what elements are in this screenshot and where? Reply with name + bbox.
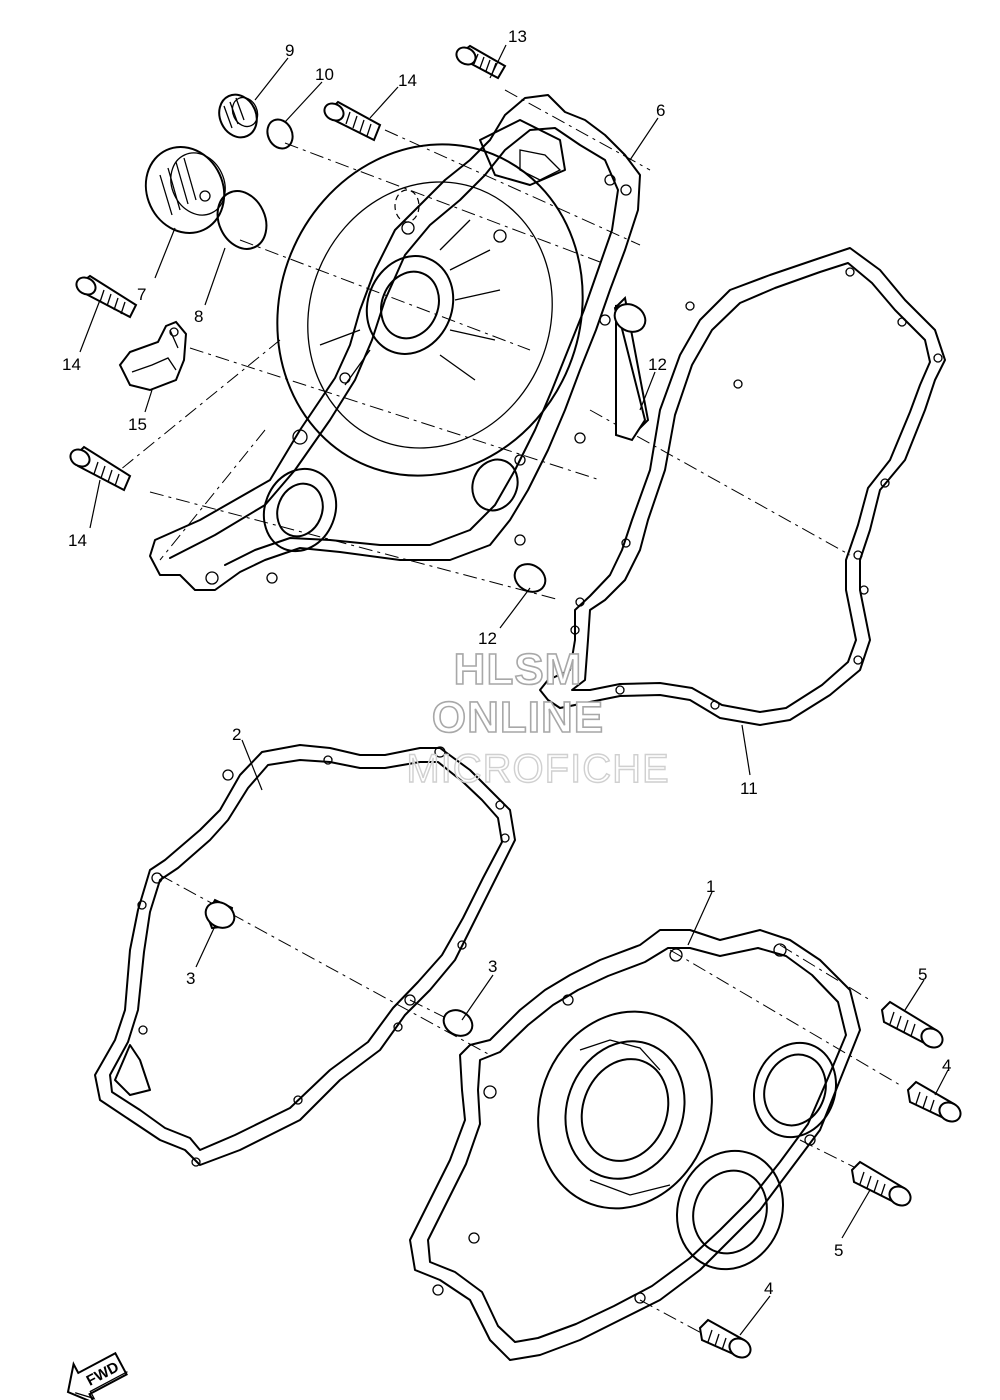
callout-15: 15 bbox=[128, 415, 147, 434]
callout-7: 7 bbox=[137, 285, 146, 304]
callout-2: 2 bbox=[232, 725, 241, 744]
callout-5-low: 5 bbox=[834, 1241, 843, 1260]
watermark-line1: HLSM bbox=[454, 645, 583, 694]
gasket-cover-lower bbox=[94, 744, 516, 1167]
callout-14-mid: 14 bbox=[62, 355, 81, 374]
o-ring-part-8 bbox=[216, 190, 268, 250]
bolt-part-13 bbox=[455, 44, 507, 80]
callout-1: 1 bbox=[706, 877, 715, 896]
callout-labels: 13 9 10 14 6 7 8 14 15 12 14 12 2 11 1 3… bbox=[62, 27, 951, 1298]
bolt-part-14-low bbox=[69, 445, 132, 492]
clamp-part-15 bbox=[118, 320, 188, 392]
callout-9: 9 bbox=[285, 41, 294, 60]
watermark-line3: MICROFICHE bbox=[406, 747, 669, 791]
callout-12-lower: 12 bbox=[478, 629, 497, 648]
fwd-arrow-icon: FWD bbox=[66, 1351, 128, 1400]
dowel-part-3 bbox=[204, 898, 474, 1037]
callout-3-right: 3 bbox=[488, 957, 497, 976]
bolt-part-4-low bbox=[698, 1318, 752, 1359]
gasket-cover-upper bbox=[539, 247, 946, 726]
callout-14-top: 14 bbox=[398, 71, 417, 90]
callout-13: 13 bbox=[508, 27, 527, 46]
plug-part-9 bbox=[218, 93, 259, 139]
plug-part-7 bbox=[144, 146, 226, 234]
callout-4-low: 4 bbox=[764, 1279, 773, 1298]
callout-8: 8 bbox=[194, 307, 203, 326]
leader-lines bbox=[79, 44, 949, 1336]
bolt-part-4-top bbox=[906, 1080, 962, 1123]
callout-14-low: 14 bbox=[68, 531, 87, 550]
bolt-part-14-mid bbox=[75, 274, 138, 319]
callout-6: 6 bbox=[656, 101, 665, 120]
callout-12-upper: 12 bbox=[648, 355, 667, 374]
watermark: HLSM ONLINE MICROFICHE bbox=[406, 644, 670, 792]
callout-4-top: 4 bbox=[942, 1056, 951, 1075]
callout-10: 10 bbox=[315, 65, 334, 84]
callout-3-left: 3 bbox=[186, 969, 195, 988]
bolt-part-14-top bbox=[323, 100, 382, 142]
bolt-part-5-low bbox=[850, 1160, 912, 1207]
crankcase-cover-upper bbox=[149, 94, 641, 591]
dowel-part-12-lower bbox=[513, 563, 547, 593]
crankcase-cover-lower bbox=[409, 929, 861, 1361]
callout-5-top: 5 bbox=[918, 965, 927, 984]
o-ring-part-10 bbox=[266, 118, 294, 150]
callout-11: 11 bbox=[740, 779, 758, 798]
dowel-part-12-upper bbox=[613, 295, 650, 442]
bolt-part-5-top bbox=[880, 1000, 944, 1049]
watermark-line2: ONLINE bbox=[432, 693, 604, 742]
